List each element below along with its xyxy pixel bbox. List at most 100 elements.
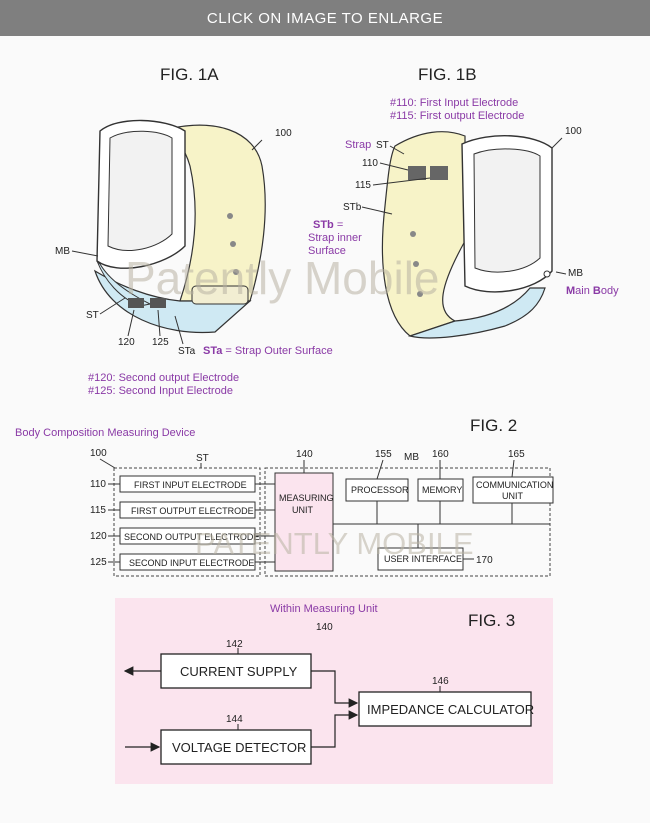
fig1a-ref-125: 125	[152, 337, 169, 348]
fig1b-label-mb: MB	[568, 268, 583, 279]
fig3-caption: Within Measuring Unit	[270, 603, 378, 615]
fig1b-stb-bold: STb	[313, 219, 334, 231]
fig1a-strap-outer	[93, 269, 252, 334]
fig3-ref-144: 144	[226, 714, 243, 725]
fig1b-electrode-115	[430, 166, 448, 180]
fig3-impedance-calculator-box	[358, 691, 532, 727]
fig1a-strap-inner	[157, 124, 266, 302]
fig2-ref-125: 125	[90, 557, 107, 568]
fig1b-group: FIG. 1B #110: First Input Electrode #115…	[308, 65, 619, 339]
fig2-ref-170: 170	[476, 555, 493, 566]
watermark-upper: Patently Mobile	[125, 252, 440, 304]
fig2-ref-165: 165	[508, 449, 525, 460]
fig1b-strap-word: Strap	[345, 139, 371, 151]
fig1b-stb-note: STb =	[313, 219, 343, 231]
fig1b-ref-110: 110	[362, 158, 378, 169]
fig2-ref-160: 160	[432, 449, 449, 460]
fig1b-label-stb: STb	[343, 202, 362, 213]
fig1b-title: FIG. 1B	[418, 65, 477, 84]
fig2-group: FIG. 2 Body Composition Measuring Device…	[15, 416, 554, 577]
fig1b-main-body-ain: ain	[575, 285, 593, 297]
fig1b-strap-hole	[410, 231, 416, 237]
patent-figure-canvas: FIG. 1A 100 MB ST 120 125 STa STa = Stra…	[15, 65, 619, 784]
fig2-ref-155: 155	[375, 449, 392, 460]
fig1a-ref-100: 100	[275, 128, 292, 139]
fig1b-stb-eq: =	[334, 219, 343, 231]
fig1a-sta-note-rest: = Strap Outer Surface	[222, 345, 332, 357]
fig2-caption: Body Composition Measuring Device	[15, 427, 195, 439]
fig1a-title: FIG. 1A	[160, 65, 219, 84]
fig1b-strap-inner	[381, 131, 466, 337]
fig2-memory-label: MEMORY	[422, 485, 462, 495]
fig2-label-mb: MB	[404, 452, 419, 463]
fig1a-buckle	[191, 285, 249, 305]
fig3-voltage-detector-label: VOLTAGE DETECTOR	[172, 740, 306, 755]
fig3-arrow-voltage-to-calc	[311, 710, 359, 748]
fig3-impedance-calculator-label: IMPEDANCE CALCULATOR	[367, 702, 534, 717]
fig1a-label-sta: STa	[178, 346, 196, 357]
fig3-current-supply-label: CURRENT SUPPLY	[180, 664, 298, 679]
fig1a-label-st: ST	[86, 310, 99, 321]
fig3-title: FIG. 3	[468, 611, 515, 630]
enlarge-label[interactable]: CLICK ON IMAGE TO ENLARGE	[206, 10, 444, 27]
fig2-ref-100: 100	[90, 448, 107, 459]
fig1a-group: FIG. 1A 100 MB ST 120 125 STa STa = Stra…	[55, 65, 333, 397]
fig2-second-output-label: SECOND OUTPUT ELECTRODE	[124, 532, 259, 542]
fig2-user-interface-label: USER INTERFACE	[384, 554, 462, 564]
fig1a-strap-hole	[227, 213, 233, 219]
fig2-strap-container	[113, 467, 261, 577]
fig2-measuring-label-1: MEASURING	[279, 493, 334, 503]
watermark-lower: PATENTLY MOBILE	[195, 526, 474, 561]
fig1b-main-body-note: Main Body	[566, 285, 619, 297]
fig1b-strap-hole	[413, 261, 419, 267]
fig3-ref-142: 142	[226, 639, 243, 650]
fig3-arrow-current-to-calc	[311, 670, 359, 708]
fig2-label-st: ST	[196, 453, 209, 464]
fig1b-strap-outer	[407, 287, 546, 339]
fig1b-label-st: ST	[376, 140, 389, 151]
fig2-first-output-label: FIRST OUTPUT ELECTRODE	[131, 506, 254, 516]
fig1a-note-125: #125: Second Input Electrode	[88, 385, 233, 397]
fig1a-strap-hole	[230, 241, 236, 247]
fig2-ref-115: 115	[90, 505, 106, 516]
fig3-ref-140: 140	[316, 622, 333, 633]
fig2-body-container	[264, 467, 551, 577]
fig1b-main-body-b: B	[593, 285, 601, 297]
fig1a-note-120: #120: Second output Electrode	[88, 372, 239, 384]
fig3-ref-146: 146	[432, 676, 449, 687]
fig1b-electrode-110	[408, 166, 426, 180]
fig1b-note-110: #110: First Input Electrode	[390, 97, 518, 109]
fig2-communication-box	[472, 476, 554, 504]
fig1a-screen	[107, 130, 173, 251]
fig1a-strap-hole	[233, 269, 239, 275]
fig2-ref-120: 120	[90, 531, 107, 542]
fig2-comm-label-2: UNIT	[502, 491, 523, 501]
fig2-second-input-label: SECOND INPUT ELECTRODE	[129, 558, 254, 568]
fig1a-electrode-125	[150, 298, 166, 308]
fig1b-stb-line2: Strap inner	[308, 232, 362, 244]
fig2-ref-110: 110	[90, 479, 106, 490]
fig2-processor-label: PROCESSOR	[351, 485, 409, 495]
fig2-comm-label-1: COMMUNICATION	[476, 480, 553, 490]
fig1a-electrode-120	[128, 298, 144, 308]
fig2-measuring-label-2: UNIT	[292, 505, 313, 515]
fig3-voltage-detector-box	[160, 729, 312, 765]
fig2-first-input-label: FIRST INPUT ELECTRODE	[134, 480, 247, 490]
fig2-measuring-unit-box	[274, 472, 334, 572]
fig1b-main-body-m: M	[566, 285, 575, 297]
fig1a-ref-120: 120	[118, 337, 135, 348]
fig1b-button	[543, 270, 551, 278]
fig1b-stb-line3: Surface	[308, 245, 346, 257]
fig1a-sta-note-bold: STa	[203, 345, 223, 357]
fig1b-ref-115: 115	[355, 180, 371, 191]
fig2-ref-140: 140	[296, 449, 313, 460]
fig3-group: Within Measuring Unit 140 FIG. 3 CURRENT…	[115, 598, 553, 784]
fig1b-screen	[473, 148, 541, 273]
fig1a-sta-note: STa = Strap Outer Surface	[203, 345, 333, 357]
fig1b-strap-hole	[417, 291, 423, 297]
fig1b-main-body-ody: ody	[601, 285, 619, 297]
fig1b-note-115: #115: First output Electrode	[390, 110, 524, 122]
fig1a-label-mb: MB	[55, 246, 70, 257]
fig1b-ref-100: 100	[565, 126, 582, 137]
enlarge-banner[interactable]: CLICK ON IMAGE TO ENLARGE	[0, 0, 650, 36]
